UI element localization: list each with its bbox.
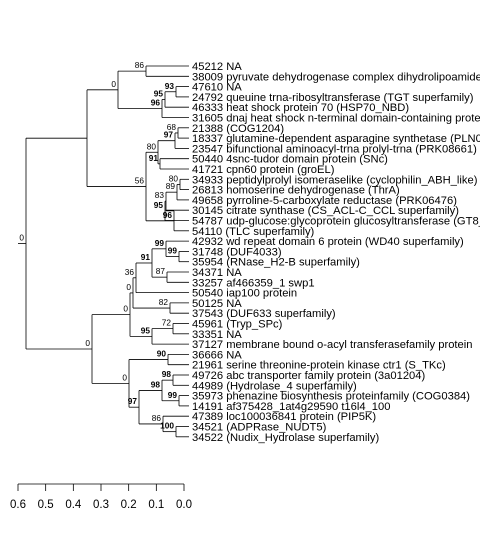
- leaf-label: 33257 af466359_1 swp1: [192, 277, 315, 289]
- leaf-label: 30145 citrate synthase (CS_ACL-C_CCL sup…: [192, 205, 459, 217]
- leaf-label: 49658 pyrroline-5-carboxylate reductase …: [192, 195, 457, 207]
- leaf-label: 35973 phenazine biosynthesis proteinfami…: [192, 391, 470, 403]
- leaf-label: 34522 (Nudix_Hydrolase superfamily): [192, 432, 379, 444]
- bootstrap-value: 83: [155, 190, 165, 200]
- axis-tick-label: 0.2: [121, 499, 137, 511]
- bootstrap-value: 98: [151, 379, 161, 389]
- bootstrap-value: 99: [168, 390, 178, 400]
- bootstrap-value: 0: [123, 304, 128, 314]
- bootstrap-value: 99: [155, 238, 165, 248]
- bootstrap-value: 98: [162, 369, 172, 379]
- axis-tick-label: 0.6: [10, 499, 26, 511]
- bootstrap-value: 80: [147, 141, 157, 151]
- leaf-label: 54787 udp-glucose:glycoprotein glucosylt…: [192, 216, 480, 228]
- bootstrap-value: 80: [169, 173, 179, 183]
- leaf-label: 21388 (COG1204): [192, 123, 284, 135]
- bootstrap-value: 86: [135, 60, 145, 70]
- bootstrap-value: 91: [149, 153, 159, 163]
- leaf-label: 42932 wd repeat domain 6 protein (WD40 s…: [192, 236, 464, 248]
- bootstrap-value: 56: [135, 176, 145, 186]
- leaf-label: 47389 loc100036841 protein (PIP5K): [192, 411, 376, 423]
- leaf-label: 33351 NA: [192, 329, 242, 341]
- leaf-label: 45961 (Tryp_SPc): [192, 319, 283, 331]
- leaf-label: 36666 NA: [192, 349, 242, 361]
- bootstrap-value: 72: [162, 318, 172, 328]
- leaf-label: 50125 NA: [192, 298, 242, 310]
- leaf-label: 50540 iap100 protein: [192, 288, 297, 300]
- leaf-label: 34933 peptidylprolyl isomeraselike (cycl…: [192, 174, 478, 186]
- bootstrap-value: 89: [166, 181, 176, 191]
- leaf-label: 41721 cpn60 protein (groEL): [192, 164, 335, 176]
- axis-tick-label: 0.3: [93, 499, 109, 511]
- leaf-label: 46333 heat shock protein 70 (HSP70_NBD): [192, 102, 409, 114]
- leaf-label: 45212 NA: [192, 61, 242, 73]
- leaf-label: 14191 af375428_1at4g29590 t16l4_100: [192, 401, 390, 413]
- leaf-label: 54110 (TLC superfamily): [192, 226, 315, 238]
- bootstrap-value: 99: [168, 246, 178, 256]
- bootstrap-value: 87: [156, 266, 166, 276]
- axis-tick-label: 0.1: [148, 499, 164, 511]
- axis-tick-label: 0.5: [38, 499, 54, 511]
- distance-scale-axis: 0.6 0.5 0.4 0.3 0.2 0.1 0.0: [10, 483, 192, 511]
- bootstrap-value: 0: [126, 282, 131, 292]
- leaf-label: 50440 4snc-tudor domain protein (SNc): [192, 154, 388, 166]
- leaf-label: 31605 dnaj heat shock n-terminal domain-…: [192, 113, 480, 125]
- leaf-label: 37543 (DUF633 superfamily): [192, 308, 336, 320]
- bootstrap-labels: 8693959606897918080898395965699998791368…: [19, 60, 179, 431]
- bootstrap-value: 95: [154, 88, 164, 98]
- leaf-label: 31748 (DUF4033): [192, 246, 282, 258]
- leaf-label: 18337 glutamine-dependent asparagine syn…: [192, 133, 480, 145]
- bootstrap-value: 0: [111, 79, 116, 89]
- bootstrap-value: 100: [160, 421, 174, 431]
- leaf-label: 34371 NA: [192, 267, 242, 279]
- bootstrap-value: 82: [159, 297, 169, 307]
- bootstrap-value: 95: [154, 200, 164, 210]
- bootstrap-value: 97: [128, 396, 138, 406]
- bootstrap-value: 68: [167, 122, 177, 132]
- leaf-label: 23547 bifunctional aminoacyl-trna prolyl…: [192, 143, 477, 155]
- bootstrap-value: 36: [125, 267, 135, 277]
- leaf-label: 34521 (ADPRase_NUDT5): [192, 422, 327, 434]
- axis-tick-label: 0.0: [176, 499, 192, 511]
- leaf-label: 44989 (Hydrolase_4 superfamily): [192, 380, 357, 392]
- axis-tick-label: 0.4: [65, 499, 82, 511]
- leaf-label: 24792 queuine trna-ribosyltransferase (T…: [192, 92, 474, 104]
- leaf-label: 21961 serine threonine-protein kinase ct…: [192, 360, 446, 372]
- leaf-label: 38009 pyruvate dehydrogenase complex dih…: [192, 71, 480, 83]
- leaf-label: 47610 NA: [192, 82, 242, 94]
- tree-branches: [18, 65, 189, 438]
- bootstrap-value: 97: [164, 130, 174, 140]
- leaf-label: 35954 (RNase_H2-B superfamily): [192, 257, 360, 269]
- bootstrap-value: 96: [163, 210, 173, 220]
- bootstrap-value: 93: [165, 81, 175, 91]
- bootstrap-value: 90: [157, 349, 167, 359]
- bootstrap-value: 95: [141, 325, 151, 335]
- leaf-label: 26813 homoserine dehydrogenase (ThrA): [192, 185, 400, 197]
- bootstrap-value: 0: [19, 233, 24, 243]
- leaf-label: 37127 membrane bound o-acyl transferasef…: [192, 339, 472, 351]
- bootstrap-value: 0: [85, 338, 90, 348]
- bootstrap-value: 86: [152, 413, 162, 423]
- bootstrap-value: 0: [122, 372, 127, 382]
- leaf-label: 49726 abc transporter family protein (3a…: [192, 370, 425, 382]
- bootstrap-value: 91: [141, 252, 151, 262]
- bootstrap-value: 96: [151, 97, 161, 107]
